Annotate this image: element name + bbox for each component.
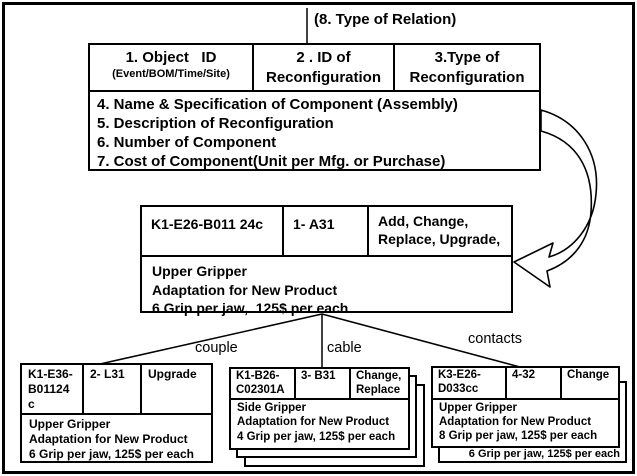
relation-type-label: (8. Type of Relation) [314, 11, 457, 28]
child-record-cable: K1-B26-C02301A 3- B31 Change, Replace Si… [229, 367, 410, 450]
attribute-description: 5. Description of Reconfiguration [97, 115, 334, 132]
schema-table: 1. Object ID (Event/BOM/Time/Site) 2 . I… [88, 43, 541, 171]
child-contacts-header-row: K3-E26-D033cc 4-32 Change [433, 368, 618, 400]
parent-record-details: Upper Gripper Adaptation for New Product… [142, 257, 511, 318]
child-record-contacts: K3-E26-D033cc 4-32 Change Upper Gripper … [431, 366, 620, 448]
child-couple-detail-cost: 6 Grip per jaw, 125$ per each [29, 447, 194, 461]
child-contacts-details: Upper Gripper Adaptation for New Product… [433, 400, 618, 443]
child-contacts-reconfig-type: Change [560, 368, 618, 398]
child-couple-header-row: K1-E36-B01124 c 2- L31 Upgrade [22, 365, 211, 415]
parent-detail-description: Adaptation for New Product [152, 281, 338, 298]
branch-label-contacts: contacts [468, 331, 522, 347]
child-couple-object-id: K1-E36-B01124 c [28, 367, 73, 411]
header-reconfig-id: 2 . ID of Reconfiguration [252, 45, 393, 90]
child-contacts-reconfig-id: 4-32 [505, 368, 560, 398]
child-contacts-detail-name: Upper Gripper [439, 402, 517, 414]
parent-object-id: K1-E26-B011 24c [151, 216, 264, 232]
attribute-number: 6. Number of Component [97, 134, 277, 151]
header-reconfig-id-line1: 2 . ID of [296, 49, 351, 66]
child-cable-reconfig-id: 3- B31 [294, 369, 349, 398]
parent-record-header-row: K1-E26-B011 24c 1- A31 Add, Change, Repl… [142, 207, 511, 257]
parent-reconfig-id: 1- A31 [282, 207, 367, 255]
parent-reconfig-type: Add, Change, Replace, Upgrade, [367, 207, 511, 255]
child-cable-detail-description: Adaptation for New Product [237, 416, 390, 429]
schema-header-row: 1. Object ID (Event/BOM/Time/Site) 2 . I… [90, 45, 539, 92]
child-cable-detail-name: Side Gripper [237, 402, 307, 414]
child-cable-header-row: K1-B26-C02301A 3- B31 Change, Replace [231, 369, 408, 400]
header-reconfig-type-line1: 3.Type of [434, 49, 500, 66]
header-object-id: 1. Object ID (Event/BOM/Time/Site) [90, 45, 252, 90]
header-reconfig-id-line2: Reconfiguration [266, 69, 381, 86]
child-couple-detail-description: Adaptation for New Product [29, 432, 188, 446]
header-reconfig-type-line2: Reconfiguration [409, 69, 525, 86]
schema-attributes-box: 4. Name & Specification of Component (As… [90, 92, 539, 171]
branch-label-couple: couple [195, 340, 238, 356]
child-couple-reconfig-type: Upgrade [140, 365, 211, 413]
attribute-cost: 7. Cost of Component(Unit per Mfg. or Pu… [97, 153, 446, 170]
branch-label-cable: cable [327, 340, 362, 356]
header-object-id-subtitle: (Event/BOM/Time/Site) [112, 68, 230, 80]
child-cable-reconfig-type: Change, Replace [349, 369, 408, 398]
parent-detail-name: Upper Gripper [152, 263, 247, 279]
child-cable-object-id: K1-B26-C02301A [236, 370, 285, 396]
child-couple-details: Upper Gripper Adaptation for New Product… [22, 415, 211, 462]
header-object-id-title: 1. Object ID [125, 49, 217, 66]
right-child-stacked-detail: 6 Grip per jaw, 125$ per each [468, 448, 620, 460]
attribute-name-spec: 4. Name & Specification of Component (As… [97, 96, 458, 113]
child-couple-detail-name: Upper Gripper [29, 417, 111, 431]
parent-record-box: K1-E26-B011 24c 1- A31 Add, Change, Repl… [140, 205, 513, 316]
child-couple-reconfig-id: 2- L31 [82, 365, 140, 413]
child-record-couple: K1-E36-B01124 c 2- L31 Upgrade Upper Gri… [20, 363, 213, 463]
child-cable-details: Side Gripper Adaptation for New Product … [231, 400, 408, 444]
header-reconfig-type: 3.Type of Reconfiguration [393, 45, 539, 90]
child-contacts-detail-cost: 8 Grip per jaw, 125$ per each [439, 430, 598, 442]
parent-detail-cost: 6 Grip per jaw, 125$ per each [152, 300, 349, 316]
child-cable-detail-cost: 4 Grip per jaw, 125$ per each [237, 430, 396, 443]
child-contacts-object-id: K3-E26-D033cc [438, 369, 481, 395]
child-contacts-detail-description: Adaptation for New Product [439, 416, 592, 428]
